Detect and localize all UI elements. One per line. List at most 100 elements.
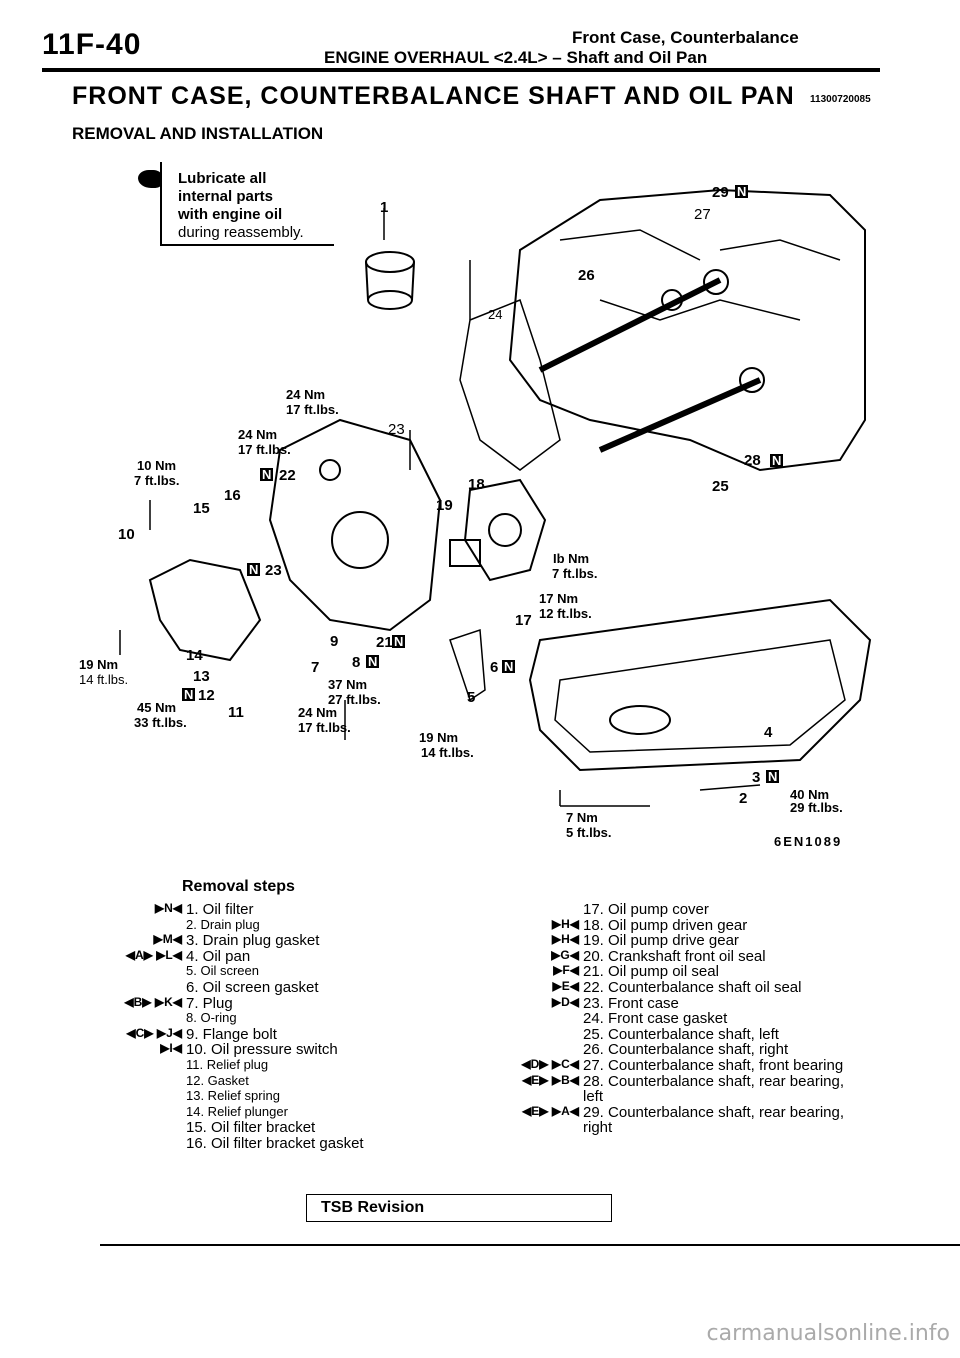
new-part-mark: N bbox=[247, 562, 261, 577]
torque-ft: 14 ft.lbs. bbox=[421, 745, 474, 760]
header-line-1: Front Case, Counterbalance bbox=[572, 28, 799, 47]
torque-nm: 24 Nm bbox=[238, 427, 278, 442]
torque-ft: 7 ft.lbs. bbox=[552, 566, 598, 581]
new-part-mark: N bbox=[770, 453, 784, 468]
figure-code: 6EN1089 bbox=[774, 834, 843, 849]
torque-nm: 45 Nm bbox=[137, 700, 177, 715]
torque-nm: 19 Nm bbox=[79, 657, 119, 672]
removal-step: 25. Counterbalance shaft, left bbox=[583, 1025, 779, 1043]
title-code: 11300720085 bbox=[810, 94, 871, 105]
new-part-mark: N bbox=[182, 687, 196, 702]
part-label-18: 18 bbox=[468, 476, 485, 493]
step-service-marks: ◀E▶ ▶A◀ bbox=[522, 1103, 579, 1118]
torque-nm: 7 Nm bbox=[566, 810, 598, 825]
new-part-mark: N bbox=[735, 184, 749, 199]
step-service-marks: ◀C▶ ▶J◀ bbox=[126, 1025, 182, 1040]
part-label-4: 4 bbox=[764, 724, 773, 741]
part-label-19: 19 bbox=[436, 497, 453, 514]
removal-step: 28. Counterbalance shaft, rear bearing, bbox=[583, 1072, 844, 1090]
new-part-mark: N bbox=[766, 769, 780, 784]
front-case bbox=[268, 418, 442, 632]
part-label-10: 10 bbox=[118, 526, 135, 543]
oil-pump-drive-gear bbox=[449, 539, 481, 567]
torque-ft: 5 ft.lbs. bbox=[566, 825, 612, 840]
part-label-14: 14 bbox=[186, 647, 203, 664]
removal-step: 17. Oil pump cover bbox=[583, 901, 709, 918]
removal-step: 19. Oil pump drive gear bbox=[583, 932, 739, 950]
step-service-marks: ◀E▶ ▶B◀ bbox=[522, 1072, 579, 1087]
removal-step: left bbox=[583, 1088, 604, 1106]
removal-step: 26. Counterbalance shaft, right bbox=[583, 1041, 789, 1059]
step-service-marks: ▶H◀ bbox=[551, 932, 579, 947]
part-label-7: 7 bbox=[311, 659, 320, 676]
page-number: 11F-40 bbox=[42, 28, 142, 61]
page-title: FRONT CASE, COUNTERBALANCE SHAFT AND OIL… bbox=[72, 82, 795, 110]
part-label-3: 3 bbox=[752, 769, 761, 786]
torque-nm: 24 Nm bbox=[286, 387, 326, 402]
removal-step: 22. Counterbalance shaft oil seal bbox=[583, 979, 802, 996]
new-part-mark: N bbox=[366, 654, 380, 669]
removal-step: 13. Relief spring bbox=[186, 1088, 280, 1104]
lubrication-note: Lubricate all internal parts with engine… bbox=[160, 162, 334, 246]
part-label-29: 29 bbox=[712, 184, 729, 201]
removal-step: 15. Oil filter bracket bbox=[186, 1119, 316, 1137]
removal-step: 6. Oil screen gasket bbox=[186, 979, 319, 996]
removal-step: 12. Gasket bbox=[186, 1072, 249, 1088]
part-label-17: 17 bbox=[515, 612, 532, 629]
note-line-1: Lubricate all bbox=[178, 170, 267, 187]
note-line-2: internal parts bbox=[178, 188, 274, 205]
part-label-9: 9 bbox=[330, 633, 339, 650]
removal-step: 1. Oil filter bbox=[186, 901, 254, 918]
step-service-marks: ▶M◀ bbox=[153, 932, 182, 947]
part-label-28: 28 bbox=[744, 452, 761, 469]
torque-nm: 17 Nm bbox=[539, 591, 579, 606]
oil-can-icon bbox=[138, 170, 162, 188]
step-service-marks: ▶H◀ bbox=[551, 916, 579, 931]
removal-step: 18. Oil pump driven gear bbox=[583, 916, 748, 934]
torque-ft: 27 ft.lbs. bbox=[328, 692, 381, 707]
part-label-15: 15 bbox=[193, 500, 210, 517]
removal-step: 11. Relief plug bbox=[186, 1057, 269, 1072]
removal-step: 27. Counterbalance shaft, front bearing bbox=[583, 1057, 844, 1074]
header-line-2: ENGINE OVERHAUL <2.4L> – Shaft and Oil P… bbox=[324, 48, 708, 67]
step-service-marks: ◀B▶ ▶K◀ bbox=[124, 994, 182, 1009]
torque-ft: 33 ft.lbs. bbox=[134, 715, 187, 730]
part-label-16: 16 bbox=[224, 487, 241, 504]
part-label-5: 5 bbox=[467, 689, 476, 706]
torque-nm: 19 Nm bbox=[419, 730, 459, 745]
torque-nm: Ib Nm bbox=[553, 551, 590, 566]
removal-step: 5. Oil screen bbox=[186, 963, 259, 979]
removal-step: 21. Oil pump oil seal bbox=[583, 963, 719, 981]
counterbalance-shaft-right bbox=[538, 277, 722, 373]
footer-rule bbox=[100, 1244, 960, 1246]
torque-ft: 17 ft.lbs. bbox=[238, 442, 291, 457]
removal-step: 9. Flange bolt bbox=[186, 1025, 277, 1043]
counterbalance-shaft-left bbox=[598, 377, 762, 453]
removal-step: 24. Front case gasket bbox=[583, 1010, 728, 1028]
removal-step: 4. Oil pan bbox=[186, 947, 251, 965]
note-line-3: with engine oil bbox=[178, 206, 283, 223]
removal-step: 29. Counterbalance shaft, rear bearing, bbox=[583, 1103, 844, 1121]
torque-ft: 17 ft.lbs. bbox=[298, 720, 351, 735]
part-label-12: 12 bbox=[198, 687, 215, 704]
part-label-24: 24 bbox=[488, 307, 503, 322]
section-subtitle: REMOVAL AND INSTALLATION bbox=[72, 124, 324, 143]
removal-step: 20. Crankshaft front oil seal bbox=[583, 947, 766, 965]
header-rule bbox=[42, 68, 880, 72]
oil-pan bbox=[528, 598, 872, 772]
torque-nm: 10 Nm bbox=[137, 458, 177, 473]
note-line-4: during reassembly. bbox=[178, 224, 304, 241]
oil-screen bbox=[449, 628, 486, 702]
step-service-marks: ▶I◀ bbox=[160, 1041, 182, 1056]
removal-step: 14. Relief plunger bbox=[186, 1103, 288, 1119]
step-service-marks: ▶G◀ bbox=[551, 947, 579, 962]
step-service-marks: ◀D▶ ▶C◀ bbox=[521, 1057, 579, 1071]
part-label-2: 2 bbox=[739, 790, 748, 807]
step-service-marks: ▶E◀ bbox=[552, 979, 579, 993]
part-label-23-top: 23 bbox=[388, 421, 405, 438]
exploded-diagram bbox=[119, 188, 872, 807]
part-label-13: 13 bbox=[193, 668, 210, 685]
step-service-marks: ▶D◀ bbox=[551, 994, 579, 1009]
torque-nm: 40 Nm bbox=[790, 787, 830, 802]
removal-steps-heading: Removal steps bbox=[182, 878, 295, 895]
